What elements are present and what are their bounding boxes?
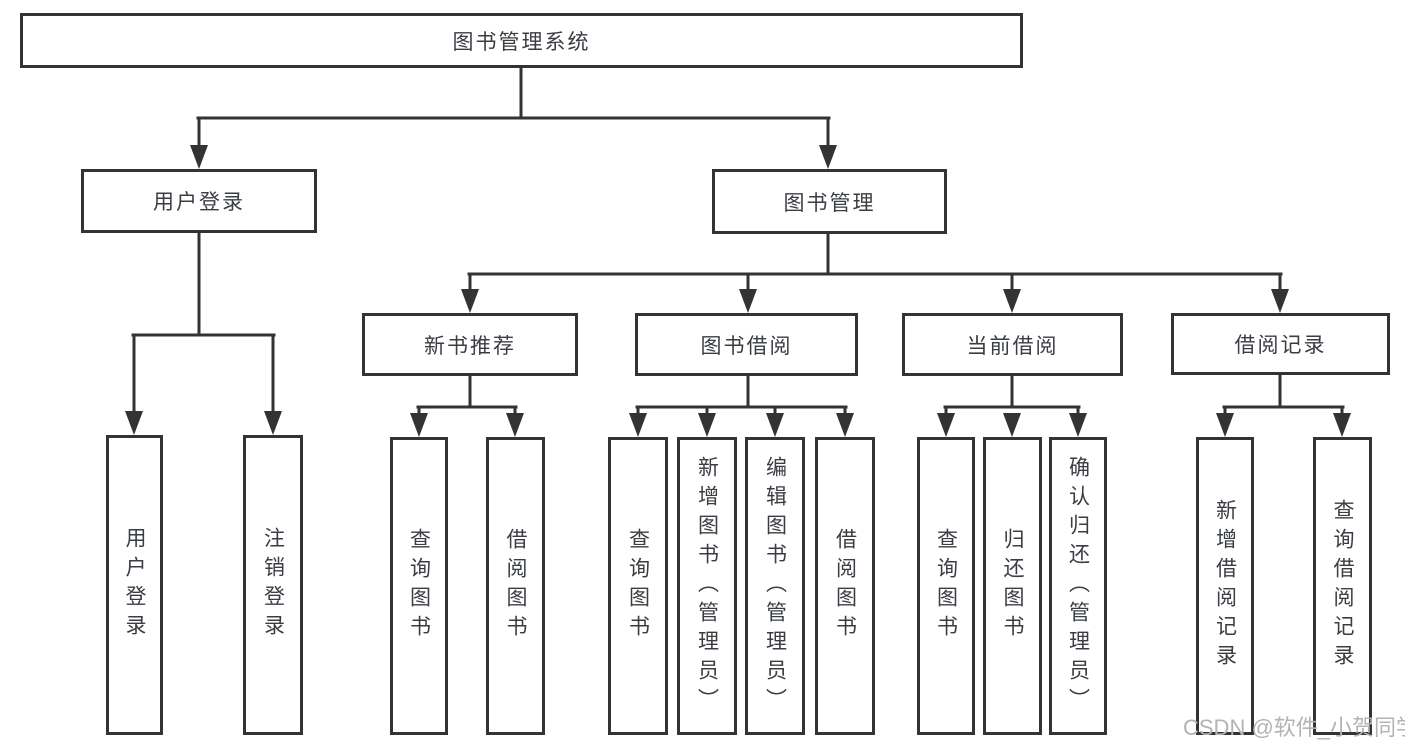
node-label: 借阅图书 (833, 528, 857, 644)
leaf-query-books-current: 查询图书 (917, 437, 975, 735)
node-label: 图书管理 (783, 191, 876, 215)
node-label: 确认归还（管理员） (1066, 455, 1090, 717)
node-user-login: 用户登录 (81, 169, 317, 233)
leaf-add-books-admin: 新增图书（管理员） (677, 437, 737, 735)
node-book-management: 图书管理 (712, 169, 947, 234)
node-label: 图书管理系统 (452, 30, 591, 54)
leaf-logout: 注销登录 (243, 435, 303, 735)
arrowheads (125, 145, 1351, 437)
node-label: 新书推荐 (424, 334, 516, 358)
leaf-return-books: 归还图书 (983, 437, 1042, 735)
node-label: 当前借阅 (966, 334, 1059, 358)
watermark-text: CSDN @软件_小贺同学 (1183, 715, 1405, 740)
node-new-book-recommend: 新书推荐 (362, 313, 578, 376)
node-label: 新增图书（管理员） (695, 455, 719, 717)
leaf-add-borrow-record: 新增借阅记录 (1196, 437, 1254, 735)
node-label: 借阅记录 (1234, 334, 1327, 357)
node-label: 归还图书 (1001, 528, 1024, 644)
leaf-query-books-recommend: 查询图书 (390, 437, 448, 735)
leaf-borrow-books-recommend: 借阅图书 (486, 437, 545, 735)
leaf-edit-books-admin: 编辑图书（管理员） (745, 437, 805, 735)
node-library-management-system: 图书管理系统 (20, 13, 1023, 68)
node-borrowing-records: 借阅记录 (1171, 313, 1390, 375)
node-label: 图书借阅 (700, 334, 793, 358)
node-label: 借阅图书 (504, 528, 527, 644)
leaf-query-borrow-record: 查询借阅记录 (1313, 437, 1372, 735)
node-label: 查询图书 (407, 528, 431, 644)
node-label: 用户登录 (153, 191, 245, 214)
node-label: 查询图书 (934, 528, 958, 644)
leaf-confirm-return-admin: 确认归还（管理员） (1049, 437, 1107, 735)
leaf-query-books-borrow: 查询图书 (608, 437, 668, 735)
node-label: 新增借阅记录 (1213, 499, 1237, 673)
node-current-borrowing: 当前借阅 (902, 313, 1123, 376)
node-book-borrowing: 图书借阅 (635, 313, 858, 376)
leaf-user-login: 用户登录 (106, 435, 163, 735)
node-label: 查询借阅记录 (1331, 499, 1354, 673)
node-label: 编辑图书（管理员） (763, 455, 787, 717)
node-label: 查询图书 (626, 528, 650, 644)
leaf-borrow-books: 借阅图书 (815, 437, 875, 735)
node-label: 用户登录 (123, 527, 146, 643)
node-label: 注销登录 (261, 527, 285, 643)
